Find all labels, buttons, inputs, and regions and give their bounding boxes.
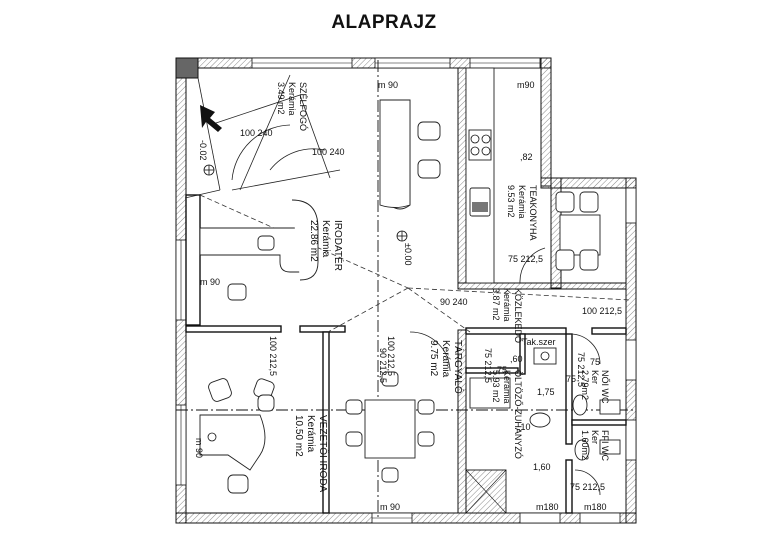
dim-90-2125: 90 212,5 [378, 348, 388, 383]
dim-75-c: 75 [566, 374, 576, 384]
vestibule-area: 3.49 m2 [276, 82, 286, 115]
dim-75-2125-c: 75 212,5 [570, 482, 605, 492]
dim-75-a: 75 [590, 357, 600, 367]
director-area: 10.50 m2 [293, 415, 304, 457]
drawing-title: ALAPRAJZ [331, 12, 437, 33]
office-area: 22.86 m2 [308, 220, 319, 262]
dim-m90-bottom: m 90 [380, 502, 400, 512]
room-labels: SZÉLFOGÓ Kerámia 3.49 m2 IRODATÉR Kerámi… [276, 82, 610, 493]
meeting-name: TÁRGYALÓ [452, 340, 465, 394]
meeting-room-furniture [345, 331, 451, 483]
dim-75-2125-a: 75 212,5 [508, 254, 543, 264]
dim-m90-left-bottom: m 90 [194, 438, 204, 458]
dim-100-240-b: 100 240 [312, 147, 345, 157]
level-labels: -0.02 ±0.00 [198, 140, 413, 265]
women-wc-area: 2.79m2 [580, 370, 590, 400]
director-office-furniture [199, 378, 275, 494]
meeting-floor: Kerámia [440, 340, 451, 378]
dim-75-2125-b: 75 212,5 [483, 348, 493, 383]
bathroom-furniture [465, 333, 621, 514]
women-wc-name: NŐI WC [600, 370, 610, 404]
corridor-name: KÖZLEKEDŐ [513, 288, 523, 343]
dimension-labels: m 90 m90 m 90 m 90 m 90 m180 m180 100 24… [194, 80, 622, 512]
dim-60: ,60 [510, 354, 523, 364]
main-level: ±0.00 [403, 243, 413, 265]
entrance-arrow-icon [200, 105, 222, 132]
dim-100-2125-c: 100 212,5 [386, 336, 396, 376]
kitchen-area: 9.53 m2 [506, 185, 516, 218]
vestibule-name: SZÉLFOGÓ [298, 82, 308, 131]
director-floor: Kerámia [305, 415, 316, 453]
dim-m90-top-left: m 90 [378, 80, 398, 90]
office-name: IRODATÉR [332, 220, 345, 271]
shower-floor: Kerámia [502, 370, 512, 404]
shower-area: 5.93 m2 [491, 370, 501, 403]
dim-160: 1,60 [533, 462, 551, 472]
dim-m90-left: m 90 [200, 277, 220, 287]
dim-m180-b: m180 [584, 502, 607, 512]
dim-10: ,10 [518, 422, 531, 432]
vestibule-floor: Kerámia [287, 82, 297, 116]
kitchen-name: TEAKONYHA [528, 185, 538, 241]
dim-m180-a: m180 [536, 502, 559, 512]
interior-walls [185, 67, 627, 514]
men-wc-area: 1.60m2 [580, 430, 590, 460]
dim-100-240-a: 100 240 [240, 128, 273, 138]
kitchen-floor: Kerámia [517, 185, 527, 219]
men-wc-floor: Ker [590, 430, 600, 444]
women-wc-floor: Ker [590, 370, 600, 384]
dim-100-2125-a: 100 212,5 [582, 306, 622, 316]
director-name: VEZETŐI IRODA [317, 415, 331, 493]
dim-75-2125-d: 75 212,5 [576, 352, 586, 387]
corridor-area: 3.87 m2 [491, 288, 501, 321]
dim-90-240: 90 240 [440, 297, 468, 307]
storage-label: Tak.szer [522, 337, 556, 347]
office-floor: Kerámia [320, 220, 331, 258]
kitchen [465, 67, 601, 284]
entrance-level: -0.02 [198, 140, 208, 161]
shower-name: ÖLTÖZŐ-ZUHANYZÓ [513, 370, 523, 459]
vestibule [184, 74, 341, 199]
office-furniture [199, 99, 441, 301]
men-wc-name: FFI WC [600, 430, 610, 461]
dim-100-2125-b: 100 212,5 [268, 336, 278, 376]
corridor-floor: Kerámia [502, 288, 512, 322]
dim-75-b: 75 [497, 365, 507, 375]
meeting-area: 9.75 m2 [428, 340, 439, 377]
dim-m90-top-right: m90 [517, 80, 535, 90]
dim-82: ,82 [520, 152, 533, 162]
windows [175, 57, 637, 524]
dim-175: 1,75 [537, 387, 555, 397]
